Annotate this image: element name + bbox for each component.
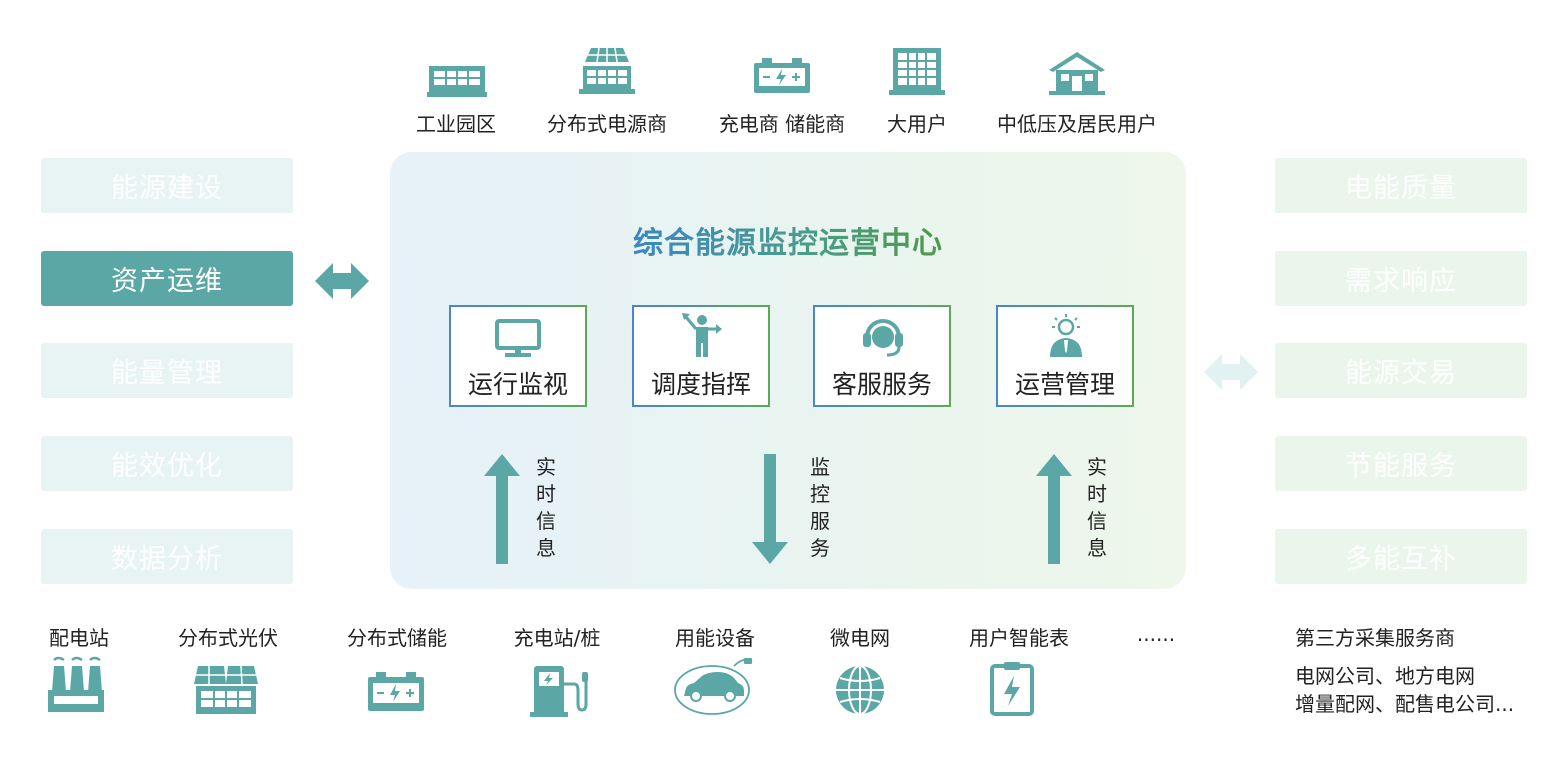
battery-icon (368, 672, 424, 711)
function-operation-monitoring[interactable]: 运行监视 (449, 305, 587, 407)
stakeholder-label: 充电商 储能商 (718, 112, 846, 136)
flow-char: 实 (1087, 455, 1107, 479)
function-label: 调度指挥 (650, 370, 751, 399)
double-arrow-icon (315, 263, 369, 299)
device-label: 分布式光伏 (178, 626, 278, 650)
solar-panel-icon (194, 665, 258, 714)
third-party-title: 第三方采集服务商 (1295, 626, 1455, 650)
device-label: 用户智能表 (969, 626, 1069, 650)
solar-building-icon (579, 47, 635, 94)
monitor-icon (495, 319, 541, 357)
flow-char: 息 (536, 536, 556, 560)
flow-char: 控 (810, 482, 830, 506)
device-label-more: ...... (1136, 622, 1176, 646)
dispatcher-icon (682, 313, 722, 357)
service-energy-management[interactable]: 能量管理 (41, 343, 293, 398)
manager-icon (1050, 314, 1082, 357)
device-label: 用能设备 (675, 626, 755, 650)
service-energy-saving[interactable]: 节能服务 (1275, 436, 1527, 491)
stakeholder-label: 分布式电源商 (547, 112, 667, 136)
house-icon (1049, 52, 1105, 95)
function-label: 运行监视 (467, 370, 568, 399)
stakeholder-label: 大用户 (887, 112, 947, 136)
function-label: 运营管理 (1014, 370, 1115, 399)
function-operation-management[interactable]: 运营管理 (996, 305, 1134, 407)
up-arrow-icon (1036, 454, 1072, 564)
service-demand-response[interactable]: 需求响应 (1275, 251, 1527, 306)
function-label: 客服服务 (831, 370, 932, 399)
flow-char: 信 (536, 509, 556, 533)
service-data-analysis[interactable]: 数据分析 (41, 529, 293, 584)
device-label: 微电网 (830, 626, 890, 650)
flow-char: 息 (1087, 536, 1107, 560)
flow-char: 务 (810, 536, 830, 560)
flow-char: 时 (1087, 482, 1107, 506)
factory-building-icon (427, 66, 487, 97)
device-label: 充电站/桩 (513, 626, 601, 650)
stakeholder-label: 中低压及居民用户 (997, 112, 1157, 136)
device-label: 分布式储能 (347, 626, 447, 650)
service-power-quality[interactable]: 电能质量 (1275, 158, 1527, 213)
electric-car-icon (674, 658, 753, 715)
service-energy-construction[interactable]: 能源建设 (41, 158, 293, 213)
office-building-icon (889, 48, 945, 95)
function-customer-service[interactable]: 客服服务 (813, 305, 951, 407)
flow-char: 服 (810, 509, 830, 533)
stakeholder-label: 工业园区 (416, 112, 496, 136)
headset-icon (863, 319, 903, 357)
function-dispatch-command[interactable]: 调度指挥 (632, 305, 770, 407)
battery-icon (754, 58, 810, 93)
service-multi-energy[interactable]: 多能互补 (1275, 529, 1527, 584)
power-station-icon (48, 656, 104, 712)
double-arrow-icon (1204, 354, 1258, 390)
smart-meter-icon (990, 662, 1034, 716)
charging-pile-icon (530, 666, 588, 717)
monitoring-center-panel: 综合能源监控运营中心 运行监视 调度指挥 客服服务 (390, 152, 1186, 589)
down-arrow-icon (752, 454, 788, 564)
flow-char: 实 (536, 455, 556, 479)
service-energy-trading[interactable]: 能源交易 (1275, 343, 1527, 398)
service-asset-maintenance[interactable]: 资产运维 (41, 251, 293, 306)
service-efficiency-optimization[interactable]: 能效优化 (41, 436, 293, 491)
device-label: 配电站 (49, 626, 109, 650)
flow-char: 监 (810, 455, 830, 479)
center-title: 综合能源监控运营中心 (633, 226, 943, 261)
globe-icon (836, 665, 884, 715)
up-arrow-icon (484, 454, 520, 564)
third-party-line: 电网公司、地方电网 (1295, 664, 1475, 688)
flow-char: 信 (1087, 509, 1107, 533)
flow-char: 时 (536, 482, 556, 506)
third-party-line: 增量配网、配售电公司... (1295, 692, 1515, 716)
